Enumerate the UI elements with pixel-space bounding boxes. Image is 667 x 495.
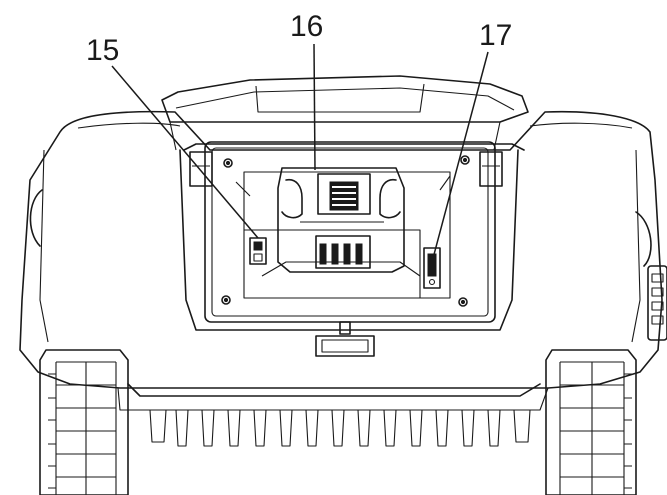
component-15-switch: [249, 237, 267, 265]
screw-icons: [221, 155, 470, 307]
leader-line-15: [111, 65, 259, 239]
side-grip: [647, 265, 667, 341]
mower-body: [19, 110, 663, 411]
component-17-fuse: [423, 247, 441, 289]
callout-17: 17: [479, 19, 512, 52]
hinge-posts: [189, 151, 503, 187]
leader-line-16: [313, 43, 316, 171]
battery-pack: [277, 167, 405, 273]
callout-15: 15: [86, 34, 119, 67]
front-guard-teeth: [149, 409, 531, 447]
leader-line-17: [431, 51, 489, 263]
compartment-lid: [161, 75, 529, 151]
right-wheel: [545, 349, 637, 495]
left-wheel: [39, 349, 129, 495]
lid-latch: [315, 321, 375, 357]
callout-16: 16: [290, 10, 323, 43]
